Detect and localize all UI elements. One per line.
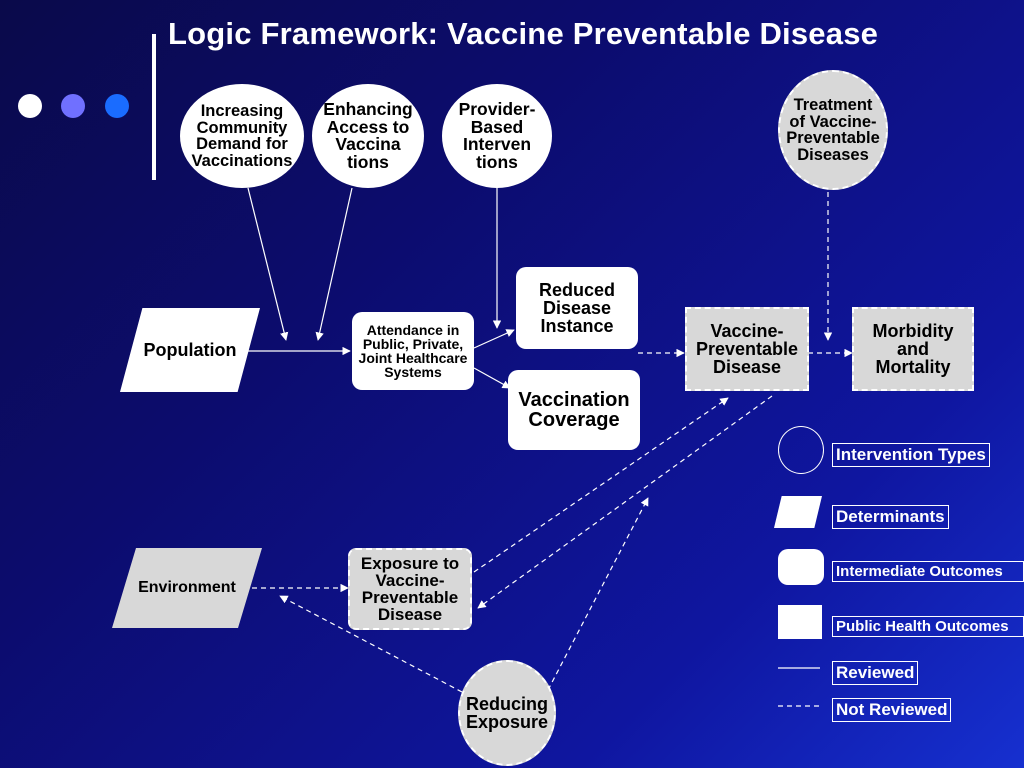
arrow-exposure-to-vpd: [473, 397, 729, 573]
arrow-attendance-to-reduced: [473, 329, 515, 349]
decorative-dot-white: [18, 94, 42, 118]
node-population: Population: [120, 308, 260, 392]
node-enhancing-access: Enhancing Access to Vaccina tions: [312, 84, 424, 188]
node-morbidity-mortality: Morbidity and Mortality: [852, 307, 974, 391]
node-environment-label: Environment: [138, 579, 236, 596]
legend-intermediate-outcomes: Intermediate Outcomes: [832, 561, 1024, 582]
node-vaccination-coverage: Vaccination Coverage: [508, 370, 640, 450]
arrow-reducing-to-environment: [279, 595, 463, 693]
legend-intervention-types: Intervention Types: [832, 443, 990, 467]
node-increasing-community-demand: Increasing Community Demand for Vaccinat…: [180, 84, 304, 188]
legend-public-health-outcomes: Public Health Outcomes: [832, 616, 1024, 637]
arrow-attendance-to-coverage: [473, 367, 511, 389]
legend-determinants: Determinants: [832, 505, 949, 529]
legend-reviewed: Reviewed: [832, 661, 919, 685]
legend-parallelogram-icon: [774, 496, 822, 528]
node-environment: Environment: [112, 548, 262, 628]
legend-rounded-rect-icon: [778, 549, 824, 585]
node-exposure-to-vpd: Exposure to Vaccine- Preventable Disease: [348, 548, 472, 630]
arrow-demand-to-attendance: [247, 187, 289, 341]
node-treatment-of-vpd: Treatment of Vaccine- Preventable Diseas…: [778, 70, 888, 190]
arrow-reducing-to-vpd-path: [547, 497, 649, 691]
decorative-dot-blue: [105, 94, 129, 118]
node-reducing-exposure: Reducing Exposure: [458, 660, 556, 766]
legend-circle-icon: [778, 426, 824, 474]
node-attendance-healthcare: Attendance in Public, Private, Joint Hea…: [352, 312, 474, 390]
title-divider: [152, 34, 156, 180]
node-provider-based-interventions: Provider- Based Interven tions: [442, 84, 552, 188]
decorative-dot-light-blue: [61, 94, 85, 118]
node-population-label: Population: [143, 340, 237, 360]
legend-rect-icon: [778, 605, 822, 639]
arrow-access-to-attendance: [315, 187, 353, 341]
legend-not-reviewed: Not Reviewed: [832, 698, 952, 722]
node-vaccine-preventable-disease: Vaccine- Preventable Disease: [685, 307, 809, 391]
node-reduced-disease-instance: Reduced Disease Instance: [516, 267, 638, 349]
arrow-vpd-to-exposure: [477, 395, 773, 609]
page-title: Logic Framework: Vaccine Preventable Dis…: [168, 16, 879, 51]
